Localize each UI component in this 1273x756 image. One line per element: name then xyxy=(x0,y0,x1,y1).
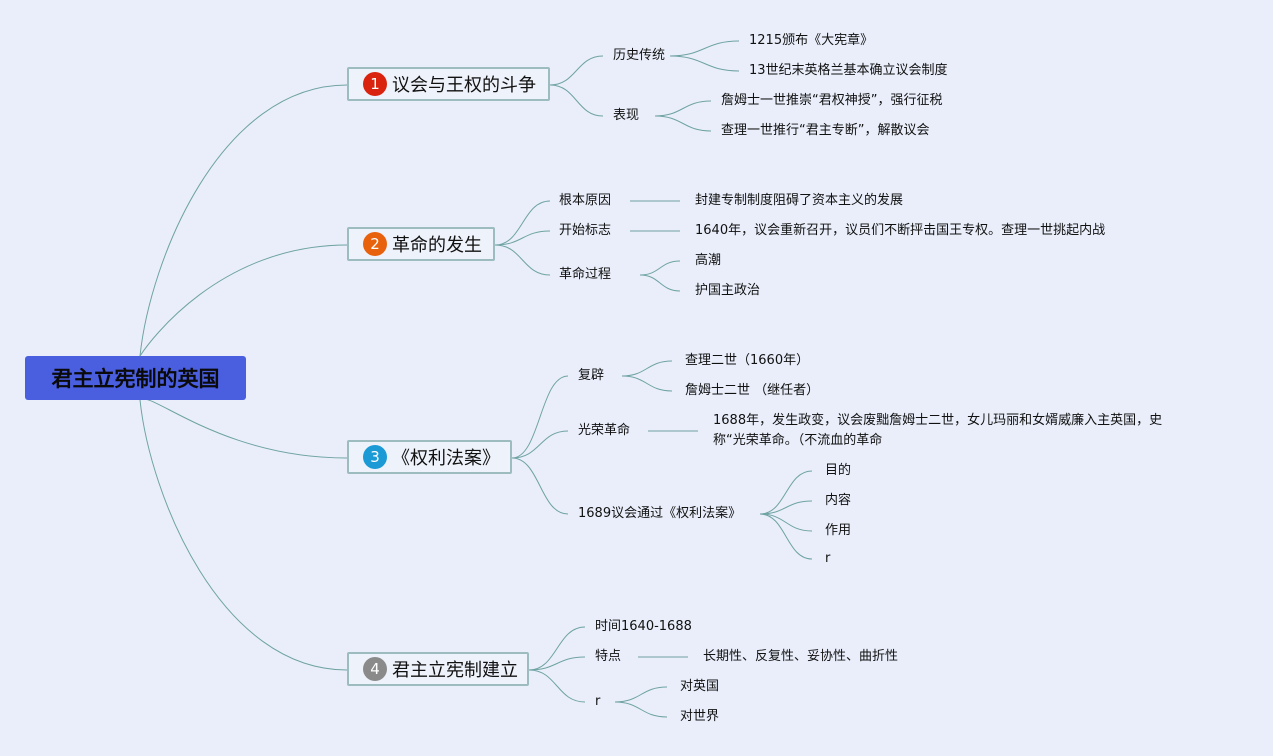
leaf-continued[interactable]: 称“光荣革命。（不流血的革命 xyxy=(713,433,883,448)
connector-line xyxy=(511,430,569,459)
connector-line xyxy=(494,230,551,246)
subtopic[interactable]: 根本原因 xyxy=(559,193,612,208)
connector-line xyxy=(511,375,569,459)
number-badge-icon: 1 xyxy=(363,72,387,96)
topic-4[interactable]: 4 君主立宪制建立 xyxy=(347,652,529,686)
connector-line xyxy=(614,686,668,703)
leaf[interactable]: 内容 xyxy=(825,493,852,508)
connector-line xyxy=(494,244,551,276)
leaf[interactable]: 詹姆士一世推崇“君权神授”，强行征税 xyxy=(721,93,943,108)
connector-line xyxy=(139,84,348,357)
connector-line xyxy=(494,200,551,246)
connector-line xyxy=(759,500,813,515)
leaf[interactable]: 长期性、反复性、妥协性、曲折性 xyxy=(703,649,899,664)
leaf[interactable]: 13世纪末英格兰基本确立议会制度 xyxy=(749,63,948,78)
connector-line xyxy=(621,360,673,377)
subtopic[interactable]: 光荣革命 xyxy=(578,423,631,438)
connector-line xyxy=(528,656,586,671)
connector-line xyxy=(139,244,348,357)
connector-line xyxy=(139,399,348,671)
connector-line xyxy=(528,669,586,703)
leaf[interactable]: 对英国 xyxy=(680,679,720,694)
leaf[interactable]: 查理一世推行“君主专断”，解散议会 xyxy=(721,123,930,138)
connector-line xyxy=(549,84,604,117)
connector-line xyxy=(669,55,740,72)
number-badge-icon: 2 xyxy=(363,232,387,256)
subtopic[interactable]: 1689议会通过《权利法案》 xyxy=(578,506,742,521)
topic-1[interactable]: 1 议会与王权的斗争 xyxy=(347,67,550,101)
root-topic[interactable]: 君主立宪制的英国 xyxy=(25,356,246,400)
topic-label: 议会与王权的斗争 xyxy=(392,75,536,96)
leaf[interactable]: 对世界 xyxy=(680,709,720,724)
leaf[interactable]: 1640年，议会重新召开，议员们不断抨击国王专权。查理一世挑起内战 xyxy=(695,223,1106,238)
connector-line xyxy=(139,398,348,459)
subtopic[interactable]: 表现 xyxy=(613,108,640,123)
leaf[interactable]: 1688年，发生政变，议会废黜詹姆士二世，女儿玛丽和女婿威廉入主英国，史 xyxy=(713,413,1163,428)
connector-line xyxy=(614,701,668,718)
leaf[interactable]: 目的 xyxy=(825,463,852,478)
subtopic[interactable]: 特点 xyxy=(595,649,622,664)
topic-3[interactable]: 3 《权利法案》 xyxy=(347,440,512,474)
connector-line xyxy=(654,100,712,117)
connector-line xyxy=(759,513,813,560)
topic-label: 革命的发生 xyxy=(392,235,482,256)
subtopic[interactable]: 开始标志 xyxy=(559,223,612,238)
connector-line xyxy=(654,115,712,132)
connector-line xyxy=(511,457,569,515)
subtopic[interactable]: 历史传统 xyxy=(613,48,666,63)
leaf[interactable]: 护国主政治 xyxy=(695,283,761,298)
leaf[interactable]: 查理二世（1660年） xyxy=(685,353,810,368)
leaf[interactable]: 作用 xyxy=(825,523,852,538)
leaf[interactable]: r xyxy=(825,551,831,566)
subtopic[interactable]: 革命过程 xyxy=(559,267,612,282)
topic-label: 《权利法案》 xyxy=(392,448,500,469)
leaf[interactable]: 高潮 xyxy=(695,253,722,268)
connector-line xyxy=(639,274,681,292)
leaf[interactable]: 封建专制制度阻碍了资本主义的发展 xyxy=(695,193,904,208)
connector-line xyxy=(639,260,681,276)
leaf[interactable]: 1215颁布《大宪章》 xyxy=(749,33,874,48)
connector-line xyxy=(759,470,813,515)
number-badge-icon: 4 xyxy=(363,657,387,681)
topic-label: 君主立宪制建立 xyxy=(392,660,518,681)
connector-line xyxy=(549,55,604,86)
subtopic[interactable]: r xyxy=(595,694,601,709)
connector-line xyxy=(669,40,740,57)
subtopic[interactable]: 时间1640-1688 xyxy=(595,619,692,634)
connector-line xyxy=(759,513,813,532)
leaf[interactable]: 詹姆士二世 （继任者） xyxy=(685,383,820,398)
subtopic[interactable]: 复辟 xyxy=(578,368,605,383)
connector-line xyxy=(621,375,673,392)
connector-line xyxy=(528,626,586,671)
number-badge-icon: 3 xyxy=(363,445,387,469)
topic-2[interactable]: 2 革命的发生 xyxy=(347,227,495,261)
